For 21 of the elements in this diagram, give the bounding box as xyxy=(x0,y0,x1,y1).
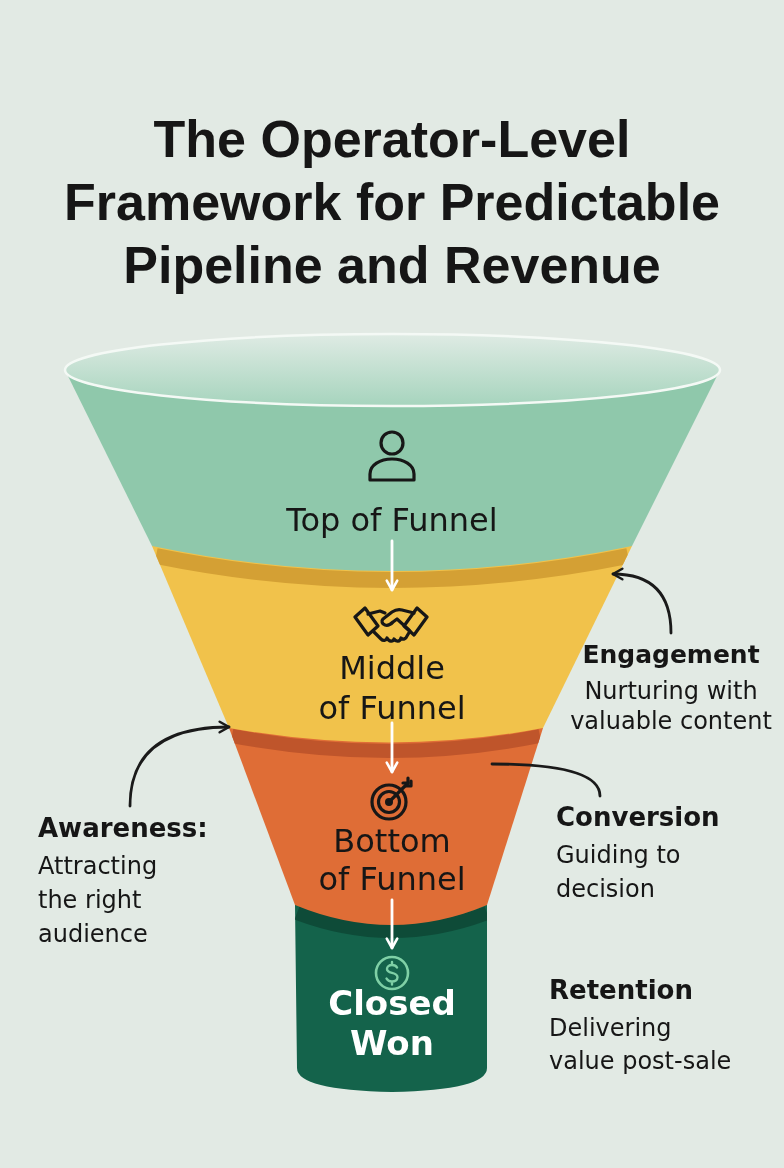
stage-label: Top of Funnel xyxy=(286,500,498,540)
arrow xyxy=(611,567,673,635)
connector-line xyxy=(490,762,602,798)
stage-label: Closed Won xyxy=(328,983,456,1063)
annotation-heading: Awareness: xyxy=(38,812,208,845)
arrow xyxy=(385,721,399,774)
funnel-band xyxy=(62,330,724,546)
arrow xyxy=(385,898,399,950)
annotation-heading: Conversion xyxy=(556,801,720,834)
annotation-text: Delivering value post-sale xyxy=(549,1013,732,1077)
annotation-heading: Retention xyxy=(549,974,693,1007)
annotation-text: Guiding to decision xyxy=(556,840,681,905)
arrow xyxy=(385,539,399,592)
annotation-heading: Engagement xyxy=(582,639,760,671)
arrow xyxy=(128,720,231,808)
stage-label: Bottom of Funnel xyxy=(318,822,466,898)
stage-label: Middle of Funnel xyxy=(318,648,466,728)
annotation-text: Nurturing with valuable content xyxy=(570,676,772,736)
funnel-base xyxy=(295,905,487,1092)
annotation-text: Attracting the right audience xyxy=(38,851,158,950)
title: The Operator-Level Framework for Predictable Pipeline and Revenue xyxy=(64,109,720,296)
